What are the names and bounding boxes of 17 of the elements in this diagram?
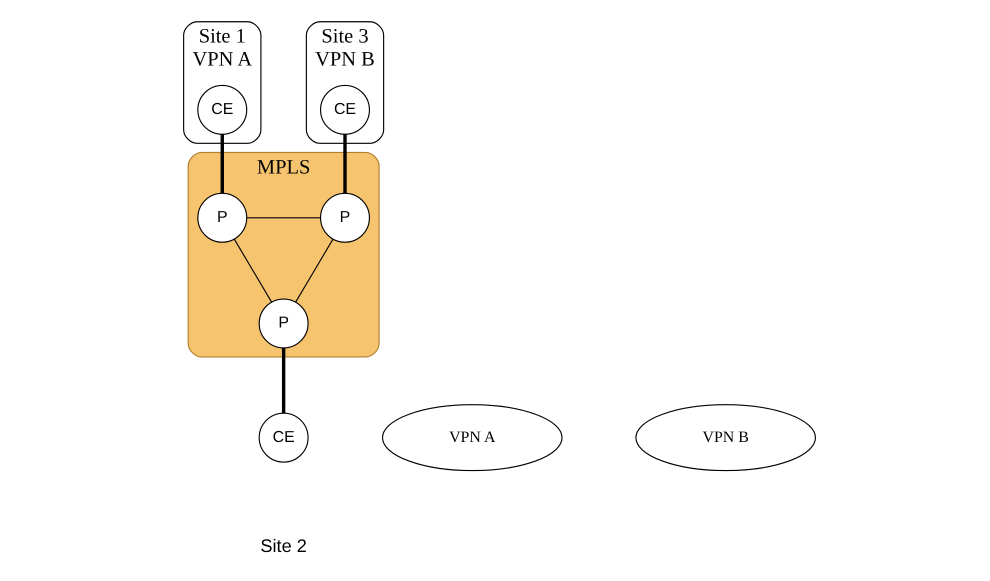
- node-circle: P: [320, 192, 370, 243]
- node-circle: P: [258, 298, 309, 348]
- connector: [282, 348, 286, 414]
- connector: [343, 134, 347, 194]
- connector: [220, 134, 224, 194]
- node-circle: P: [197, 192, 248, 243]
- node-ellipse: VPN A: [382, 404, 563, 472]
- node-circle: CE: [320, 84, 370, 135]
- node-label: Site 3: [321, 26, 369, 48]
- connector: [295, 239, 334, 302]
- label: Site 2: [260, 536, 307, 556]
- connector: [246, 217, 320, 218]
- connector: [234, 239, 272, 302]
- node-circle: CE: [197, 84, 248, 135]
- node-circle: CE: [258, 412, 309, 463]
- node-label: Site 1: [198, 26, 246, 48]
- node-ellipse: VPN B: [635, 404, 816, 472]
